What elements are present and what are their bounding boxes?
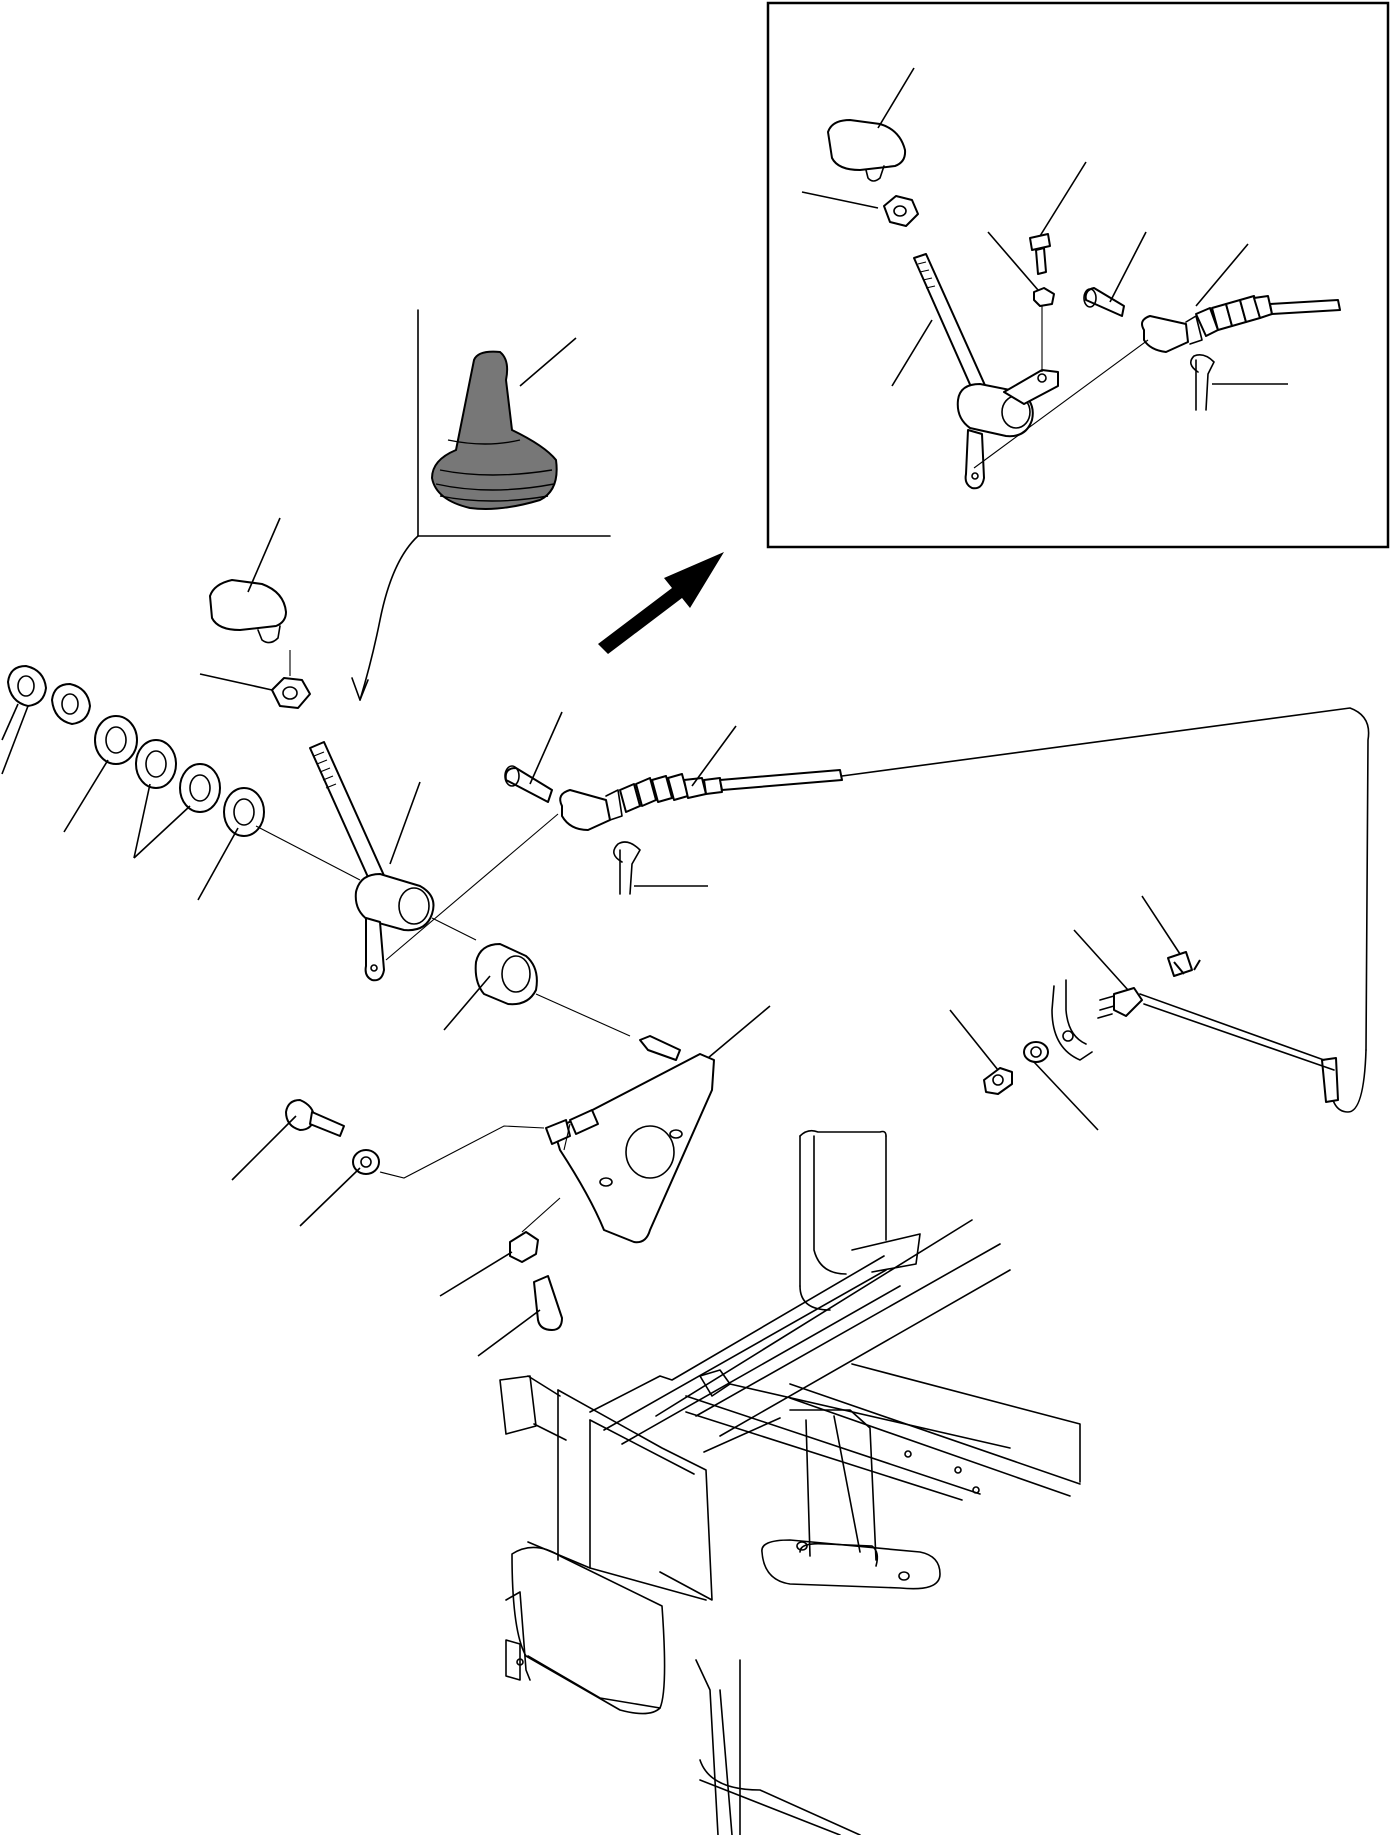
inset-knob [827, 119, 907, 171]
lock-nut [271, 677, 311, 709]
direction-arrow [598, 552, 724, 654]
inset-lever [913, 253, 989, 399]
bolts [231, 1099, 563, 1357]
inset-nut [883, 195, 919, 227]
main-lever-assembly [1, 517, 1370, 1357]
inset-split-pin [1190, 354, 1215, 411]
clevis-pin [504, 767, 553, 803]
control-cable [559, 707, 1370, 1113]
gear-lever [309, 741, 387, 887]
rubber-boot [351, 309, 611, 701]
inset-bolt [1029, 233, 1051, 251]
pivot-bushing [474, 943, 538, 1006]
split-pin [613, 841, 641, 895]
inset-frame [766, 1, 1390, 549]
inset-clevis-pin [1084, 287, 1125, 317]
inset-detail [766, 1, 1390, 549]
gear-lever-knob [209, 579, 287, 631]
mounting-bracket [553, 1053, 715, 1244]
inset-cable [1141, 315, 1189, 353]
washers-and-nuts [7, 665, 361, 881]
chassis-frame [499, 1129, 1081, 1835]
cable-end-fitting [949, 895, 1201, 1131]
